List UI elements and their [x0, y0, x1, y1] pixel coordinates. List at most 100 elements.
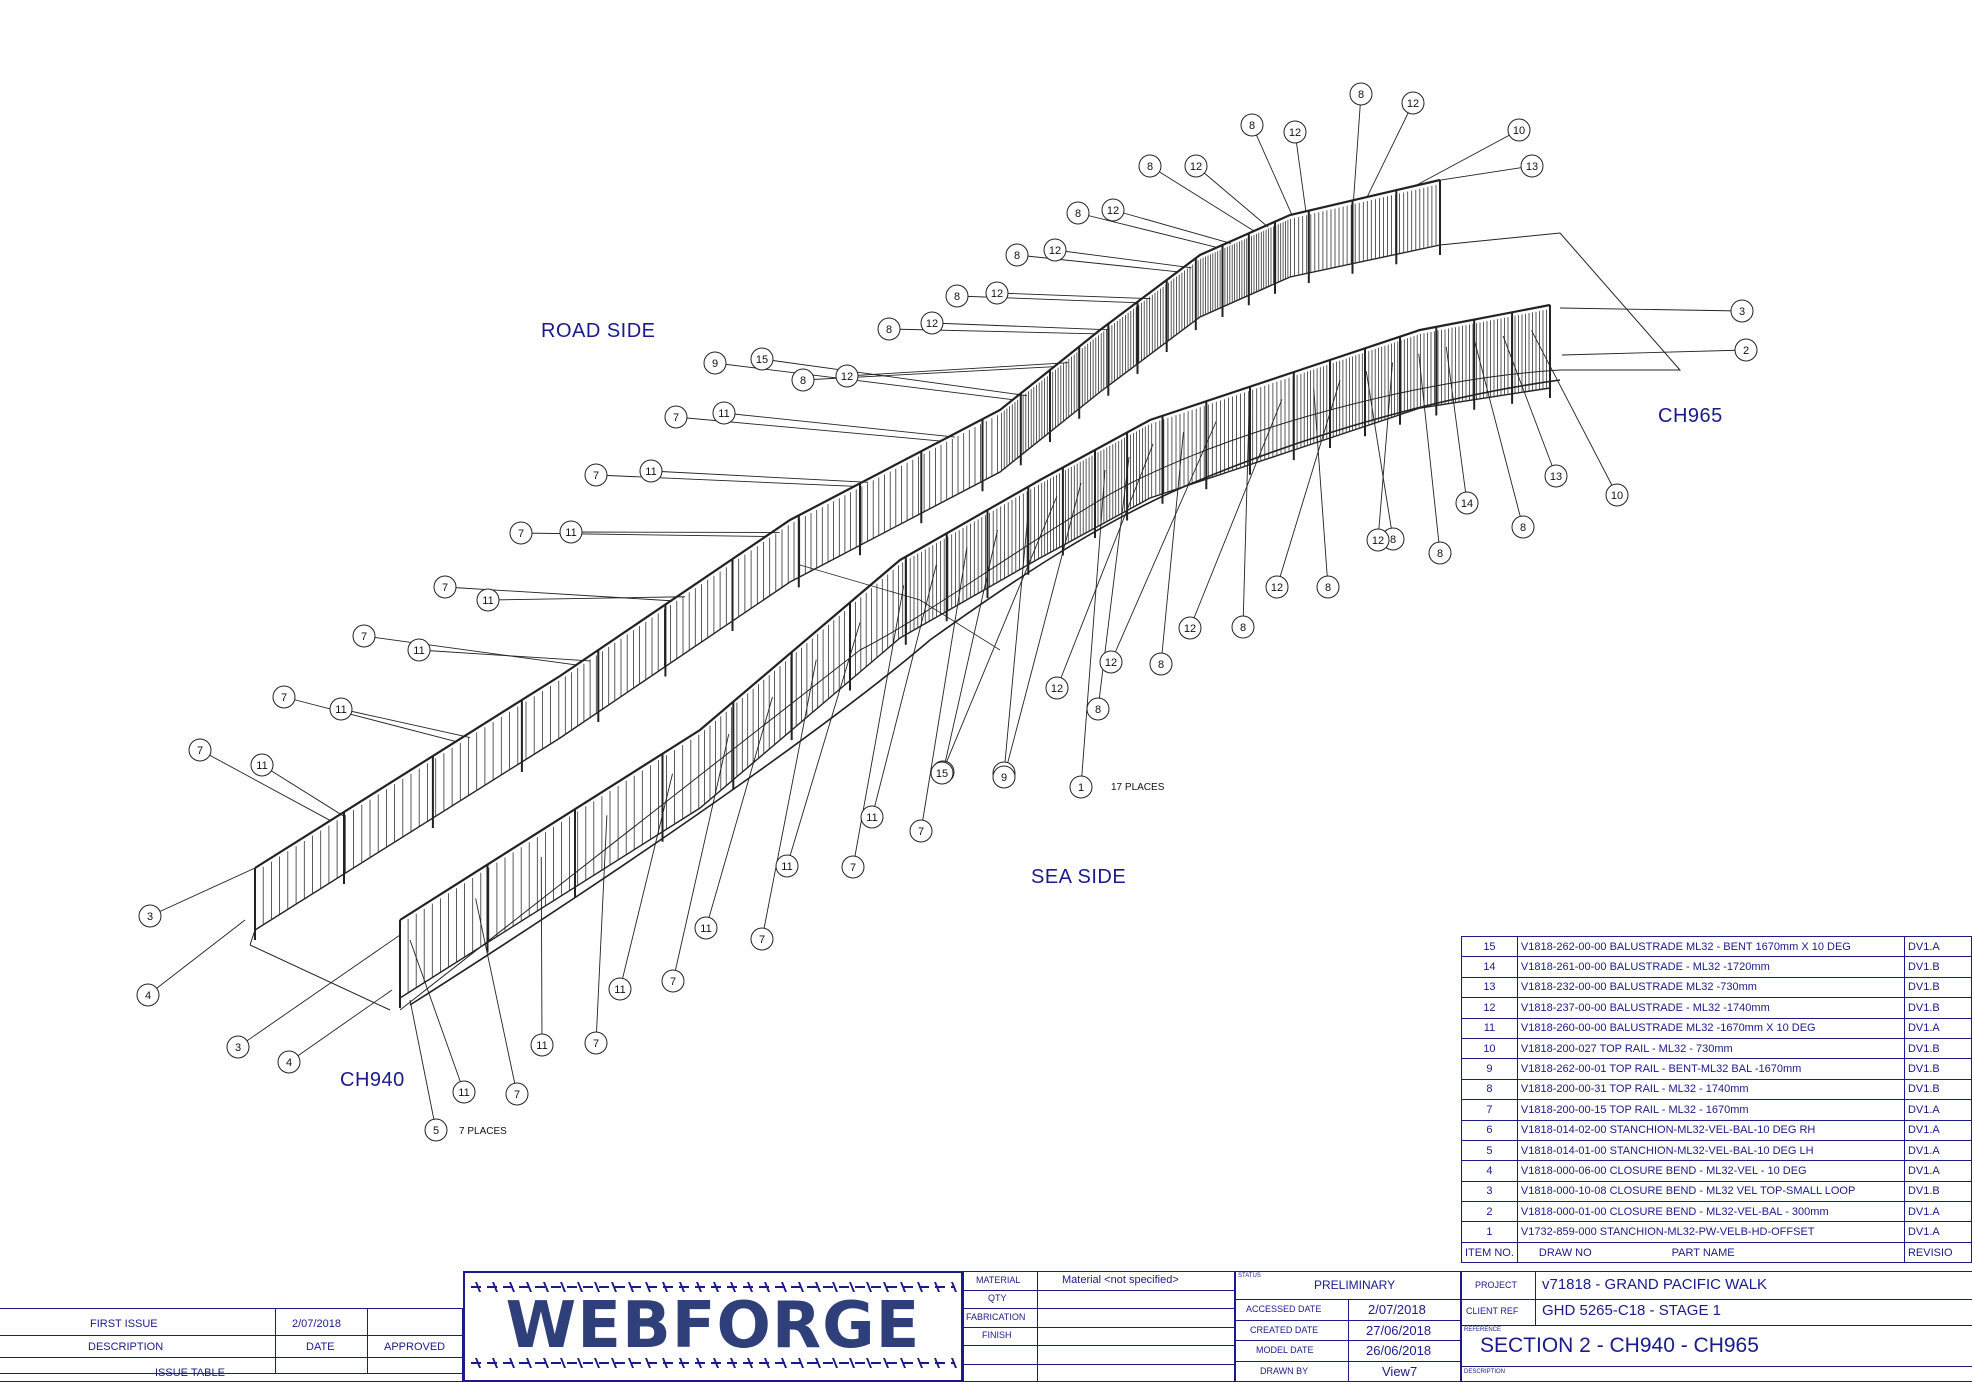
leader-line — [1365, 371, 1394, 540]
balloon-number: 11 — [614, 984, 625, 996]
created-date-value: 27/06/2018 — [1366, 1323, 1432, 1338]
drawn-by-label: DRAWN BY — [1260, 1366, 1309, 1376]
sea-side-label: SEA SIDE — [1031, 866, 1127, 888]
bom-part-name: V1818-200-00-15 TOP RAIL - ML32 - 1670mm — [1516, 1099, 1905, 1121]
deck-outline — [249, 232, 1682, 1011]
leader-line — [1415, 129, 1520, 187]
leader-line — [1003, 483, 1082, 778]
logo-block: WEBFORGE — [463, 1271, 963, 1382]
balloon-circle — [329, 697, 353, 721]
balloon-number: 12 — [1190, 161, 1202, 173]
bom-item-no: 9 — [1461, 1058, 1518, 1080]
bom-revision: DV1.A — [1903, 1017, 1972, 1039]
model-date-value: 26/06/2018 — [1366, 1343, 1432, 1358]
balloon-number: 12 — [1372, 535, 1384, 547]
balloon-circle — [877, 317, 901, 341]
bom-revision: DV1.B — [1903, 976, 1972, 999]
leader-line — [619, 773, 673, 990]
bom-item-no: 3 — [1461, 1180, 1518, 1203]
balloon-number: 12 — [841, 371, 853, 383]
balloon-number: 11 — [482, 595, 493, 607]
leader-line — [1003, 512, 1029, 774]
client-ref-label: CLIENT REF — [1466, 1306, 1519, 1316]
balloon-circle — [775, 854, 799, 878]
leader-line — [147, 919, 246, 996]
created-date-label: CREATED DATE — [1250, 1325, 1319, 1335]
item-balloon: 8 — [1005, 243, 1029, 267]
balloon-circle — [584, 463, 608, 487]
item-balloon: 11 — [775, 854, 799, 878]
balloon-circle — [661, 969, 685, 993]
balloon-number: 11 — [256, 760, 267, 772]
issue-header-date: DATE — [306, 1341, 335, 1353]
leader-line — [1195, 165, 1269, 228]
item-balloon: 7 — [272, 685, 296, 709]
balloon-number: 11 — [781, 861, 792, 873]
balloon-circle — [835, 364, 859, 388]
leader-line — [1445, 346, 1468, 504]
balloon-number: 8 — [1325, 582, 1331, 594]
balloon-number: 8 — [1095, 704, 1101, 716]
balloon-circle — [639, 459, 663, 483]
leader-line — [941, 496, 1058, 774]
balloon-circle — [1099, 650, 1123, 674]
leader-line — [1502, 335, 1557, 477]
item-balloon: 11 — [860, 805, 884, 829]
balloon-circle — [1265, 575, 1289, 599]
balloon-circle — [608, 977, 632, 1001]
bom-item-no: 1 — [1461, 1221, 1518, 1243]
issue-row1-description: FIRST ISSUE — [90, 1318, 158, 1330]
leader-line — [1149, 165, 1255, 232]
bom-revision: DV1.B — [1903, 1078, 1972, 1101]
leader-line — [340, 708, 471, 738]
balloon-circle — [407, 638, 431, 662]
bom-revision: DV1.A — [1903, 1160, 1972, 1182]
balloon-circle — [664, 405, 688, 429]
balloon-number: 15 — [936, 768, 948, 780]
leader-line — [237, 934, 401, 1048]
road-side-posts — [254, 180, 1441, 940]
balloon-number: 7 — [670, 976, 676, 988]
balloon-number: 4 — [286, 1057, 292, 1069]
status-value: PRELIMINARY — [1314, 1278, 1396, 1292]
item-balloon: 8 — [1428, 541, 1452, 565]
item-balloon: 4 — [277, 1050, 301, 1074]
item-balloon: 11 — [712, 401, 736, 425]
balloon-number: 8 — [1437, 548, 1443, 560]
webforge-logo — [471, 1282, 957, 1368]
bom-part-name: V1818-200-027 TOP RAIL - ML32 - 730mm — [1516, 1037, 1905, 1060]
balloon-number: 12 — [1271, 582, 1283, 594]
leader-line — [920, 547, 968, 832]
bom-revision: DV1.A — [1903, 1221, 1972, 1243]
bom-header-draw: DRAW NO — [1538, 1246, 1592, 1259]
balloon-number: 7 — [593, 1038, 599, 1050]
bom-revision: DV1.A — [1903, 1099, 1972, 1121]
bom-part-name: V1818-260-00-00 BALUSTRADE ML32 -1670mm … — [1516, 1017, 1905, 1039]
item-balloon: 10 — [1605, 483, 1629, 507]
balloon-circle — [250, 753, 274, 777]
model-date-label: MODEL DATE — [1256, 1345, 1314, 1355]
balloon-circle — [985, 281, 1009, 305]
reference-label: REFERENCE — [1464, 1327, 1502, 1333]
item-balloon: 12 — [1401, 91, 1425, 115]
balloon-number: 9 — [1001, 772, 1007, 784]
webforge-wordmark: WEBFORGE — [505, 1289, 921, 1363]
balloon-circle — [1428, 541, 1452, 565]
balloon-circle — [1511, 515, 1535, 539]
places-7-note: 7 PLACES — [459, 1126, 507, 1137]
leader-line — [1377, 362, 1393, 541]
balloon-circle — [909, 819, 933, 843]
item-balloon: 3 — [1730, 299, 1754, 323]
balloon-number: 8 — [1240, 622, 1246, 634]
material-value: Material <not specified> — [1062, 1274, 1179, 1286]
bom-item-no: 13 — [1461, 976, 1518, 999]
balloon-number: 2 — [1743, 345, 1749, 357]
finish-label: FINISH — [982, 1330, 1012, 1340]
balloon-number: 11 — [458, 1087, 469, 1099]
